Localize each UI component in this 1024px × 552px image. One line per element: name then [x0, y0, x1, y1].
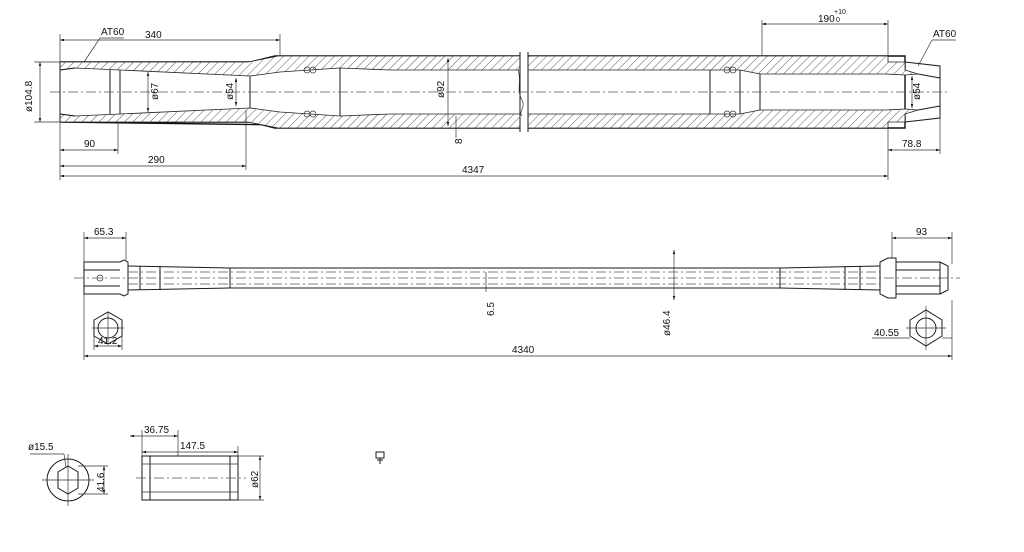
dim-4347: 4347: [59, 122, 889, 180]
label-190: 190: [818, 14, 835, 25]
label-65-3: 65.3: [94, 227, 114, 238]
label-147-5: 147.5: [180, 441, 205, 452]
lower-wall: [59, 107, 521, 129]
lower-wall-right: [527, 108, 919, 129]
dim-dia-92: ø92: [436, 58, 450, 126]
label-at60-left: AT60: [101, 27, 125, 38]
middle-rod-view: 65.3 93 6.5 ø46.4 41.2 40.55: [74, 227, 960, 360]
label-dia-92: ø92: [436, 80, 447, 98]
dim-dia-67: ø67: [146, 72, 161, 112]
label-36-75: 36.75: [144, 425, 169, 436]
label-41-2: 41.2: [98, 336, 118, 347]
label-dia-104-8: ø104.8: [24, 80, 35, 112]
dim-41-2: 41.2: [93, 336, 123, 350]
label-tol-lower: 0: [836, 17, 840, 24]
label-at60-right: AT60: [933, 29, 957, 40]
pin-symbol: [375, 451, 385, 464]
label-41-6: 41.6: [96, 472, 107, 492]
label-6-5: 6.5: [486, 302, 497, 316]
label-dia-67: ø67: [150, 82, 161, 100]
dim-wall-8: 8: [454, 116, 465, 144]
detail-views: ø15.5 41.6 36.75 147.5 ø62: [28, 425, 385, 506]
label-340: 340: [145, 30, 162, 41]
upper-wall: [59, 55, 521, 77]
dim-190: 190 +10 0: [761, 9, 889, 56]
dim-40-55: 40.55: [872, 328, 952, 339]
label-tol-upper: +10: [834, 9, 846, 16]
top-section-view: 340 AT60 190 +10 0 AT60 ø104.8: [24, 9, 957, 180]
dim-6-5: 6.5: [485, 272, 497, 316]
dim-4340: 4340: [83, 294, 953, 360]
dim-65-3: 65.3: [83, 227, 127, 262]
dim-340: 340: [59, 30, 281, 62]
label-78-8: 78.8: [902, 139, 922, 150]
dim-290: 290: [60, 110, 247, 170]
detail-sleeve: 36.75 147.5 ø62: [130, 425, 264, 501]
dim-dia-54-left: ø54: [225, 78, 238, 106]
label-90: 90: [84, 139, 96, 150]
upper-wall-right: [527, 55, 919, 76]
label-wall-8: 8: [454, 138, 465, 144]
label-290: 290: [148, 155, 165, 166]
detail-hex-socket: ø15.5 41.6: [28, 442, 108, 506]
dim-at60-left: AT60: [83, 27, 125, 63]
dim-dia-46-4: ø46.4: [662, 250, 676, 336]
label-4347: 4347: [462, 165, 485, 176]
dim-78-8: 78.8: [887, 118, 941, 154]
dim-dia-104-8: ø104.8: [24, 61, 60, 123]
label-93: 93: [916, 227, 928, 238]
label-dia-15-5: ø15.5: [28, 442, 54, 453]
dim-dia-54-right: ø54: [910, 76, 923, 108]
label-40-55: 40.55: [874, 328, 899, 339]
hex-end-right: [906, 306, 946, 350]
label-dia-46-4: ø46.4: [662, 310, 673, 336]
label-dia-54-left: ø54: [225, 82, 236, 100]
dim-at60-right: AT60: [917, 29, 957, 67]
dim-90: 90: [60, 122, 119, 154]
label-dia-54-right: ø54: [912, 82, 923, 100]
label-4340: 4340: [512, 345, 535, 356]
label-dia-62: ø62: [250, 470, 261, 488]
dim-93: 93: [891, 227, 953, 264]
